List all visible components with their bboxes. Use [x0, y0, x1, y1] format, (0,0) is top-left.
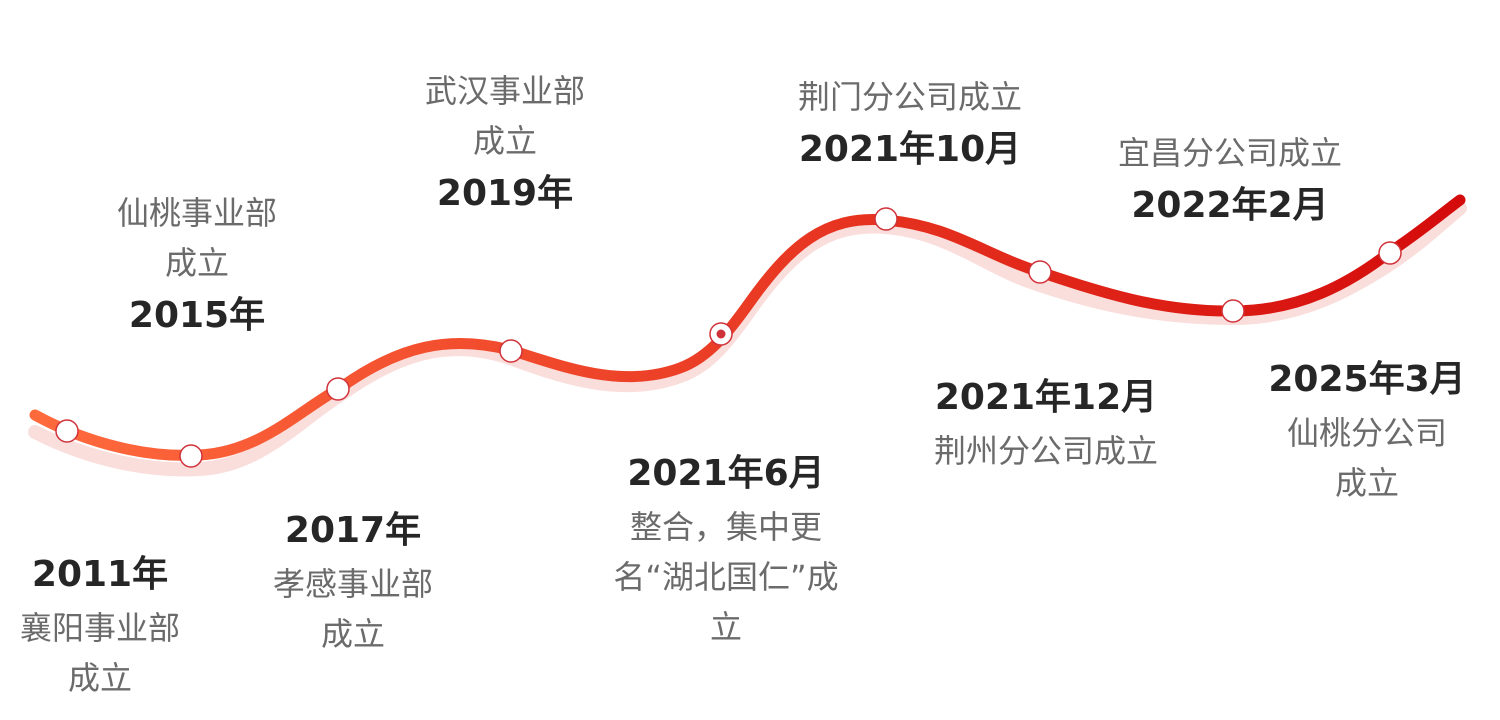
milestone-year: 2021年6月	[627, 453, 825, 494]
milestone-year: 2019年	[436, 173, 574, 214]
milestone-2021-06: 2021年6月 整合，集中更名“湖北国仁”成立	[612, 446, 840, 652]
milestone-2017: 2017年 孝感事业部成立	[260, 503, 446, 659]
milestone-dot	[55, 419, 79, 443]
milestone-year: 2021年12月	[934, 377, 1158, 418]
milestone-2022-02: 宜昌分公司成立 2022年2月	[1090, 128, 1370, 234]
milestone-dot	[874, 207, 898, 231]
milestone-dots	[55, 207, 1402, 468]
milestone-2011: 2011年 襄阳事业部成立	[10, 547, 190, 703]
milestone-desc: 襄阳事业部成立	[19, 609, 180, 697]
milestone-dot	[1378, 241, 1402, 265]
milestone-desc: 仙桃事业部成立	[116, 194, 277, 282]
milestone-dot	[1221, 299, 1245, 323]
milestone-year: 2015年	[128, 295, 266, 336]
milestone-year: 2021年10月	[798, 129, 1022, 170]
milestone-year: 2025年3月	[1268, 359, 1466, 400]
milestone-desc: 宜昌分公司成立	[1117, 134, 1342, 172]
milestone-2015: 仙桃事业部成立 2015年	[104, 188, 290, 344]
milestone-dot	[326, 377, 350, 401]
milestone-dot	[499, 339, 523, 363]
milestone-year: 2022年2月	[1131, 185, 1329, 226]
milestone-desc: 武汉事业部成立	[424, 72, 585, 160]
milestone-dot	[179, 444, 203, 468]
milestone-dot	[1028, 260, 1052, 284]
milestone-dot-center	[716, 329, 726, 339]
milestone-2021-10: 荆门分公司成立 2021年10月	[770, 72, 1050, 178]
milestone-2019: 武汉事业部成立 2019年	[412, 66, 598, 222]
milestone-year: 2017年	[284, 510, 422, 551]
milestone-year: 2011年	[31, 554, 169, 595]
milestone-desc: 荆门分公司成立	[797, 78, 1022, 116]
milestone-desc: 仙桃分公司成立	[1286, 414, 1447, 502]
milestone-2021-12: 2021年12月 荆州分公司成立	[932, 370, 1160, 476]
milestone-desc: 荆州分公司成立	[933, 432, 1158, 470]
milestone-desc: 孝感事业部成立	[272, 565, 433, 653]
timeline-line	[29, 194, 1466, 461]
milestone-2025-03: 2025年3月 仙桃分公司成立	[1262, 352, 1472, 508]
milestone-desc: 整合，集中更名“湖北国仁”成立	[613, 508, 839, 646]
